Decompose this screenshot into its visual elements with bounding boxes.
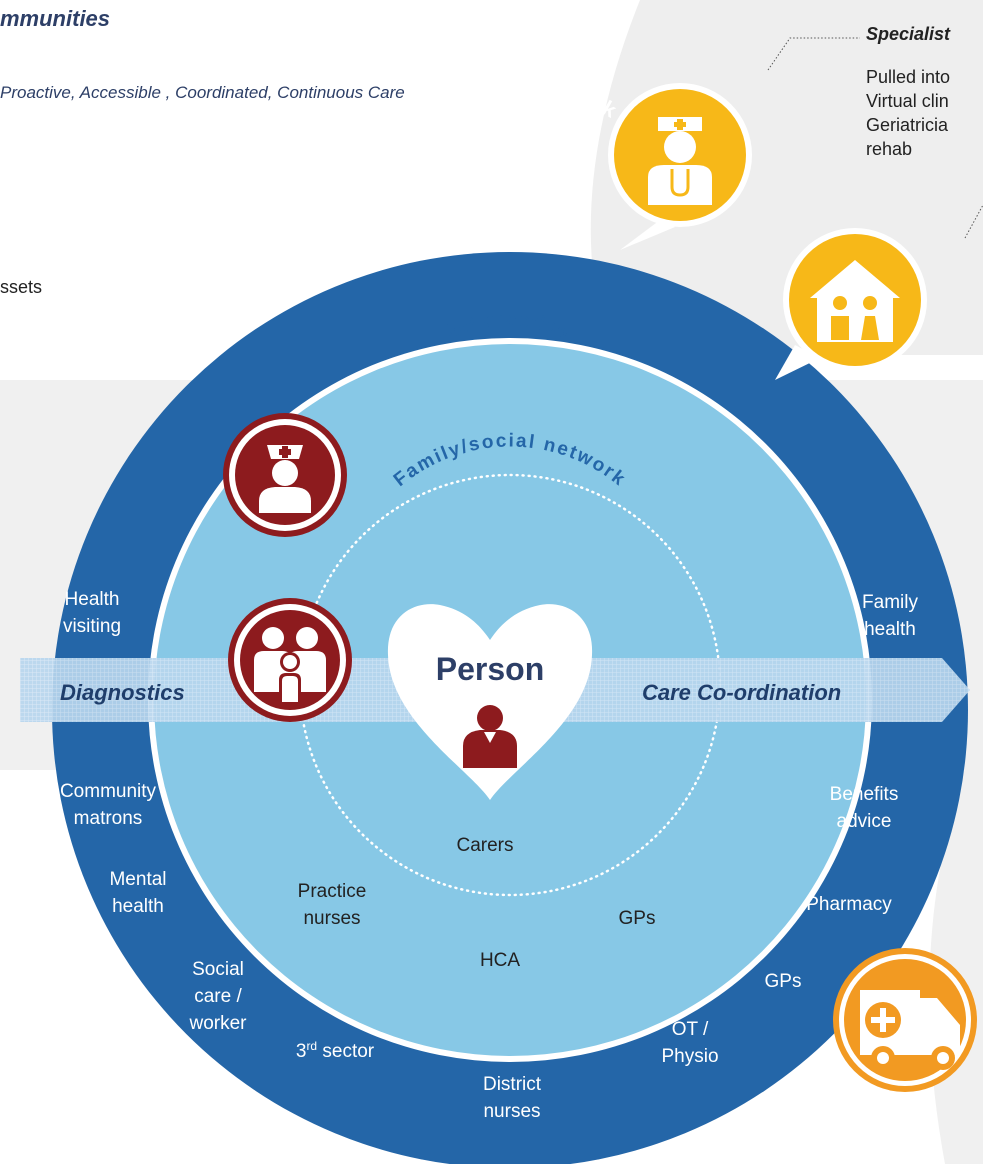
diagnostics-label: Diagnostics	[60, 680, 185, 705]
community-matrons-label-1: Community	[60, 781, 157, 802]
page-title: mmunities	[0, 6, 110, 31]
specialist-line-4: rehab	[866, 139, 912, 159]
specialist-title: Specialist	[866, 24, 951, 44]
practice-nurses-label-1: Practice	[298, 881, 367, 902]
specialist-callout-line	[767, 37, 860, 71]
family-health-label-2: health	[864, 619, 916, 640]
outer-ring-title: Local Care Network	[399, 72, 620, 123]
mental-health-label-2: health	[112, 896, 164, 917]
carers-label: Carers	[456, 835, 513, 856]
family-health-label-1: Family	[862, 592, 918, 613]
ambulance-icon	[833, 948, 977, 1092]
district-nurses-label-1: District	[483, 1074, 542, 1095]
health-visiting-label-1: Health	[65, 589, 120, 610]
specialist-line-2: Virtual clin	[866, 91, 949, 111]
specialist-line-1: Pulled into	[866, 67, 950, 87]
practice-nurses-label-2: nurses	[303, 908, 360, 929]
community-matrons-label-2: matrons	[74, 808, 143, 829]
person-icon	[463, 705, 517, 768]
doctor-icon	[608, 83, 752, 250]
social-care-label-3: worker	[188, 1013, 247, 1034]
ot-physio-label-2: Physio	[661, 1046, 718, 1067]
hca-label: HCA	[480, 950, 520, 971]
third-sector-label: 3rd sector	[296, 1039, 375, 1062]
assets-label: ssets	[0, 277, 42, 297]
nurse-icon	[223, 413, 347, 537]
person-heart	[387, 604, 593, 800]
gps-outer-label: GPs	[765, 971, 802, 992]
home-icon	[775, 228, 927, 380]
family-icon	[228, 598, 352, 722]
benefits-advice-label-1: Benefits	[830, 784, 899, 805]
person-label: Person	[436, 651, 544, 687]
district-nurses-label-2: nurses	[483, 1101, 540, 1122]
pharmacy-label: Pharmacy	[806, 894, 892, 915]
page-subtitle: Proactive, Accessible , Coordinated, Con…	[0, 83, 405, 102]
gps-middle-label: GPs	[619, 908, 656, 929]
social-care-label-1: Social	[192, 959, 244, 980]
social-care-label-2: care /	[194, 986, 242, 1007]
ot-physio-label-1: OT /	[672, 1019, 709, 1040]
mental-health-label-1: Mental	[109, 869, 166, 890]
benefits-advice-label-2: advice	[837, 811, 892, 832]
specialist-line-3: Geriatricia	[866, 115, 949, 135]
home-callout-line	[964, 204, 983, 239]
care-coordination-label: Care Co-ordination	[642, 680, 841, 705]
health-visiting-label-2: visiting	[63, 616, 121, 637]
